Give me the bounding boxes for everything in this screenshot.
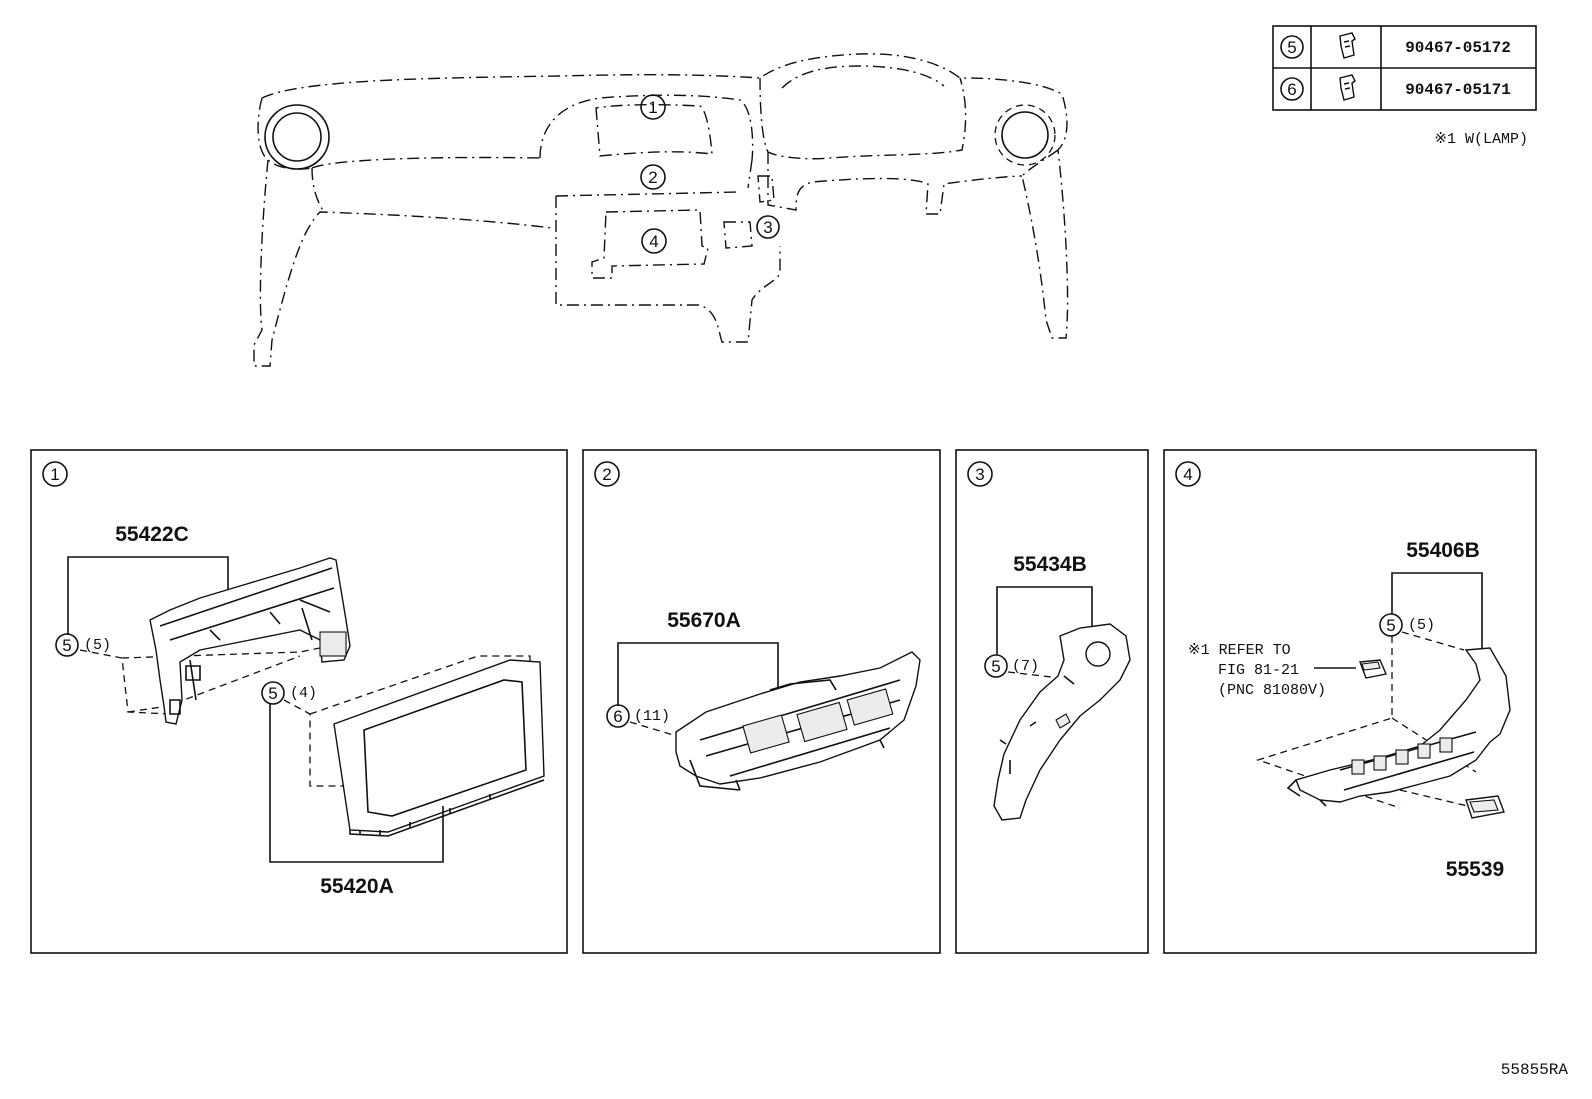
svg-text:5: 5: [1386, 616, 1395, 635]
panel-ref: 2: [602, 465, 611, 484]
legend-row: 6 90467-05171: [1280, 74, 1511, 101]
legend-part-number: 90467-05171: [1405, 81, 1511, 99]
figure-code: 55855RA: [1501, 1061, 1569, 1079]
panel-1: 1 55422C 5 (5) 5 (4) 55420A: [30, 449, 568, 954]
lower-panel-part-55406B: [1286, 647, 1511, 807]
svg-text:2: 2: [648, 168, 657, 187]
part-number-55406B: 55406B: [1406, 539, 1480, 562]
fastener-qty: (11): [634, 708, 670, 725]
overview-callout: 3: [756, 215, 780, 239]
legend-ref: 6: [1287, 80, 1296, 99]
svg-text:5: 5: [62, 636, 71, 655]
svg-text:6: 6: [613, 707, 622, 726]
panel-2: 2 55670A 6 (11): [582, 449, 941, 954]
display-part-55420A: [333, 659, 545, 837]
svg-text:3: 3: [763, 218, 772, 237]
trim-part-55434B: [993, 623, 1131, 821]
overview-callout: 2: [640, 164, 666, 190]
bracket-part-55422C: [149, 557, 351, 725]
part-number-55434B: 55434B: [1013, 553, 1087, 576]
refer-note: ※1 REFER TO: [1188, 642, 1291, 659]
legend-note: ※1 W(LAMP): [1434, 131, 1528, 148]
legend-table: 5 90467-05172 6 90467-05171: [1272, 25, 1537, 111]
legend-ref: 5: [1287, 38, 1296, 57]
svg-text:5: 5: [991, 657, 1000, 676]
part-number-55670A: 55670A: [667, 609, 741, 632]
fastener-qty: (7): [1012, 658, 1039, 675]
panel-3: 3 55434B 5 (7): [955, 449, 1149, 954]
panel-ref: 3: [975, 465, 984, 484]
svg-text:1: 1: [648, 98, 657, 117]
clip-icon: [1339, 32, 1356, 59]
clip-icon: [1339, 74, 1356, 101]
overview-callout: 1: [640, 94, 666, 120]
lamp-part: [1359, 659, 1387, 679]
refer-note: (PNC 81080V): [1218, 682, 1326, 699]
fastener-qty: (4): [290, 685, 317, 702]
panel-ref: 1: [50, 465, 59, 484]
part-number-55539: 55539: [1446, 858, 1504, 881]
panel-4: 4 55406B 5 (5) ※1 REFER TO FIG 81-21 (PN…: [1163, 449, 1537, 954]
register-part-55670A: [675, 651, 921, 791]
switch-part-55539: [1465, 795, 1505, 819]
refer-note: FIG 81-21: [1218, 662, 1299, 679]
dashboard-outline: [253, 53, 1069, 367]
part-number-55422C: 55422C: [115, 523, 189, 546]
svg-text:5: 5: [268, 684, 277, 703]
part-number-55420A: 55420A: [320, 875, 394, 898]
fastener-qty: (5): [84, 637, 111, 654]
svg-text:4: 4: [649, 232, 658, 251]
legend-part-number: 90467-05172: [1405, 39, 1511, 57]
fastener-qty: (5): [1408, 617, 1435, 634]
legend-row: 5 90467-05172: [1280, 32, 1511, 59]
overview-callout: 4: [641, 228, 667, 254]
panel-ref: 4: [1183, 465, 1192, 484]
